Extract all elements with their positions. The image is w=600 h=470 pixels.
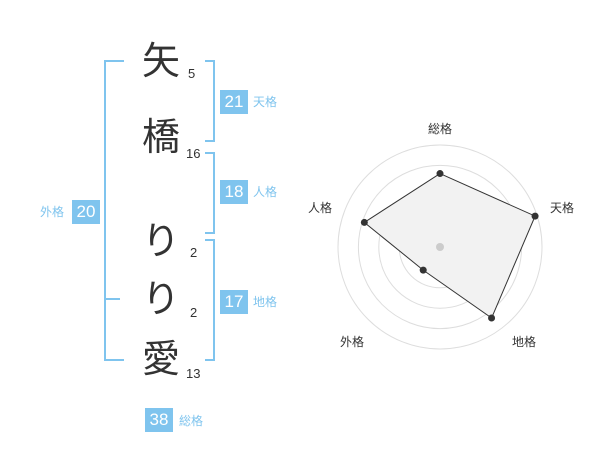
radar-axis-label-chikaku: 地格 bbox=[512, 334, 536, 349]
name-char-3: り bbox=[141, 219, 180, 263]
name-char-2: 橋 bbox=[141, 115, 180, 159]
stroke-count-3: 2 bbox=[190, 245, 198, 260]
gaikaku-bracket bbox=[104, 60, 124, 361]
tenkaku-label: 天格 bbox=[253, 95, 278, 109]
chikaku-bracket bbox=[205, 239, 215, 361]
jinkaku-bracket bbox=[205, 152, 215, 234]
jinkaku-label: 人格 bbox=[253, 185, 278, 199]
radar-polygon bbox=[363, 173, 536, 319]
radar-ring bbox=[337, 144, 543, 350]
radar-point-3 bbox=[419, 266, 427, 274]
name-char-5: 愛 bbox=[141, 337, 180, 381]
radar-point-1 bbox=[531, 212, 539, 220]
radar-axis-label-soukaku: 総格 bbox=[428, 121, 452, 136]
radar-points bbox=[360, 170, 539, 322]
name-char-4: り bbox=[141, 277, 180, 321]
radar-axis-label-gaikaku: 外格 bbox=[340, 334, 364, 349]
gaikaku-value: 20 bbox=[72, 200, 100, 224]
fortune-radar-chart: 総格 天格 地格 外格 人格 bbox=[308, 121, 574, 350]
stroke-count-2: 16 bbox=[186, 146, 201, 161]
jinkaku-value: 18 bbox=[220, 180, 248, 204]
name-char-1: 矢 bbox=[141, 39, 180, 83]
radar-point-2 bbox=[488, 314, 496, 322]
radar-point-4 bbox=[360, 218, 368, 226]
gaikaku-bracket-tick bbox=[104, 298, 120, 300]
radar-axis-label-jinkaku: 人格 bbox=[308, 200, 332, 215]
tenkaku-bracket bbox=[205, 60, 215, 142]
stroke-count-5: 13 bbox=[186, 366, 201, 381]
radar-center-dot bbox=[436, 243, 444, 251]
stroke-count-4: 2 bbox=[190, 305, 198, 320]
soukaku-label: 総格 bbox=[179, 414, 204, 428]
radar-point-0 bbox=[436, 170, 444, 178]
tenkaku-value: 21 bbox=[220, 90, 248, 114]
chikaku-label: 地格 bbox=[253, 295, 278, 309]
stroke-count-1: 5 bbox=[188, 66, 196, 81]
chikaku-value: 17 bbox=[220, 290, 248, 314]
gaikaku-label: 外格 bbox=[40, 205, 65, 219]
radar-axis-label-tenkaku: 天格 bbox=[550, 200, 574, 215]
soukaku-value: 38 bbox=[145, 408, 173, 432]
